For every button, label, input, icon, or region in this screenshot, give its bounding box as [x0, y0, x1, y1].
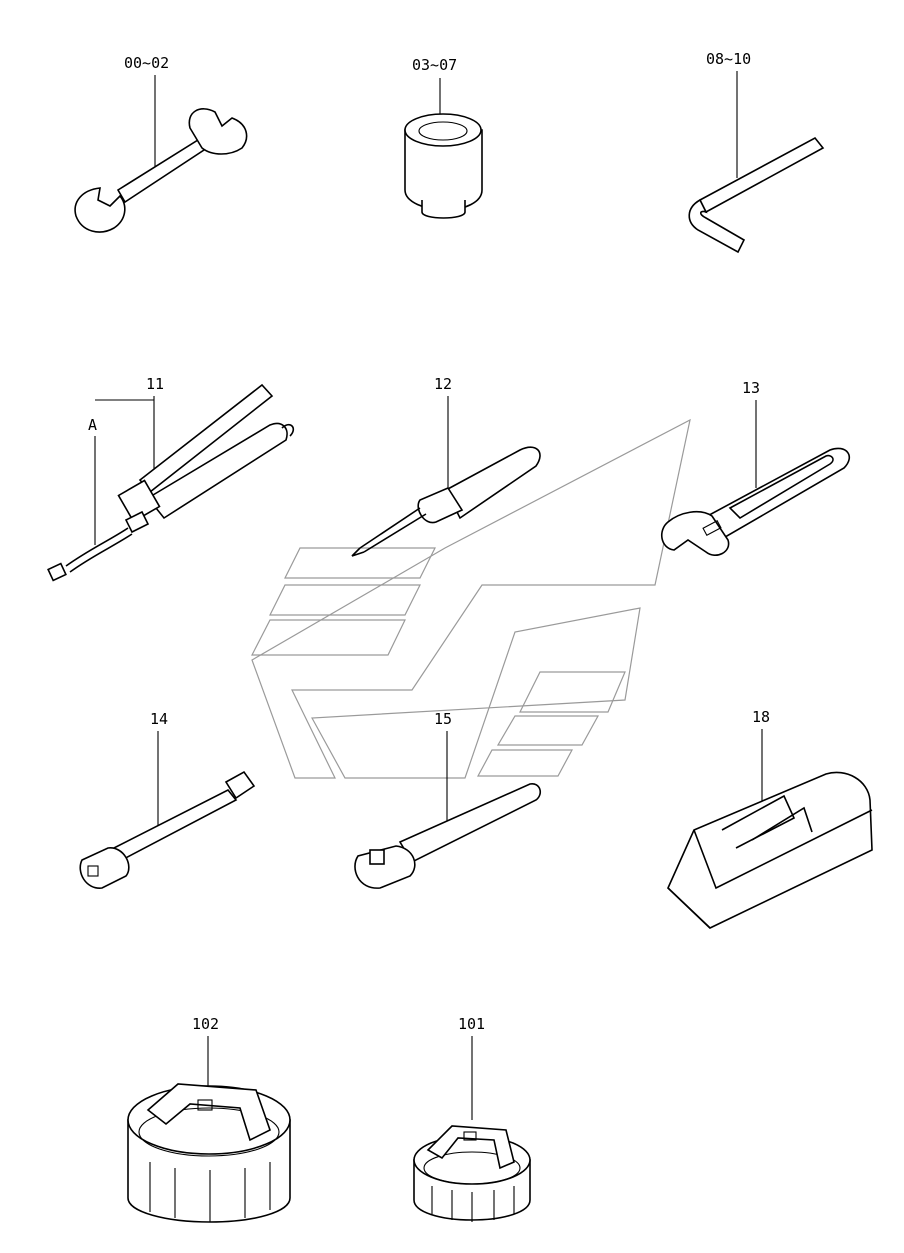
- part-14[interactable]: 14: [79, 710, 256, 889]
- extension-bar-icon: [79, 770, 256, 889]
- hex-key-icon: [688, 136, 825, 254]
- grease-gun-icon: [47, 383, 295, 582]
- part-label-12: 12: [434, 375, 452, 393]
- part-label-18: 18: [752, 708, 770, 726]
- part-11[interactable]: 11 A: [47, 375, 295, 582]
- part-label-13: 13: [742, 379, 760, 397]
- part-12[interactable]: 12: [351, 375, 541, 557]
- part-label-15: 15: [434, 710, 452, 728]
- part-15[interactable]: 15: [354, 710, 542, 889]
- watermark-logo: [251, 418, 691, 779]
- socket-icon: [404, 113, 483, 219]
- tool-bag-icon: [667, 771, 873, 929]
- part-label-102: 102: [192, 1015, 219, 1033]
- part-13[interactable]: 13: [661, 379, 850, 556]
- part-101[interactable]: 101: [413, 1015, 531, 1222]
- part-label-08-10: 08~10: [706, 50, 751, 68]
- part-08-10[interactable]: 08~10: [688, 50, 825, 254]
- part-102[interactable]: 102: [127, 1015, 291, 1223]
- part-label-14: 14: [150, 710, 168, 728]
- part-18[interactable]: 18: [667, 708, 873, 929]
- adjustable-wrench-icon: [661, 447, 850, 556]
- open-end-wrench-icon: [74, 108, 248, 233]
- large-filter-wrench-cup-icon: [127, 1083, 291, 1223]
- screwdriver-icon: [351, 446, 541, 557]
- part-00-02[interactable]: 00~02: [74, 54, 248, 233]
- ratchet-handle-icon: [354, 783, 542, 889]
- small-filter-wrench-cup-icon: [413, 1125, 531, 1222]
- part-label-11: 11: [146, 375, 164, 393]
- part-label-03-07: 03~07: [412, 56, 457, 74]
- part-label-A: A: [88, 416, 97, 434]
- part-03-07[interactable]: 03~07: [404, 56, 483, 219]
- part-label-00-02: 00~02: [124, 54, 169, 72]
- part-label-101: 101: [458, 1015, 485, 1033]
